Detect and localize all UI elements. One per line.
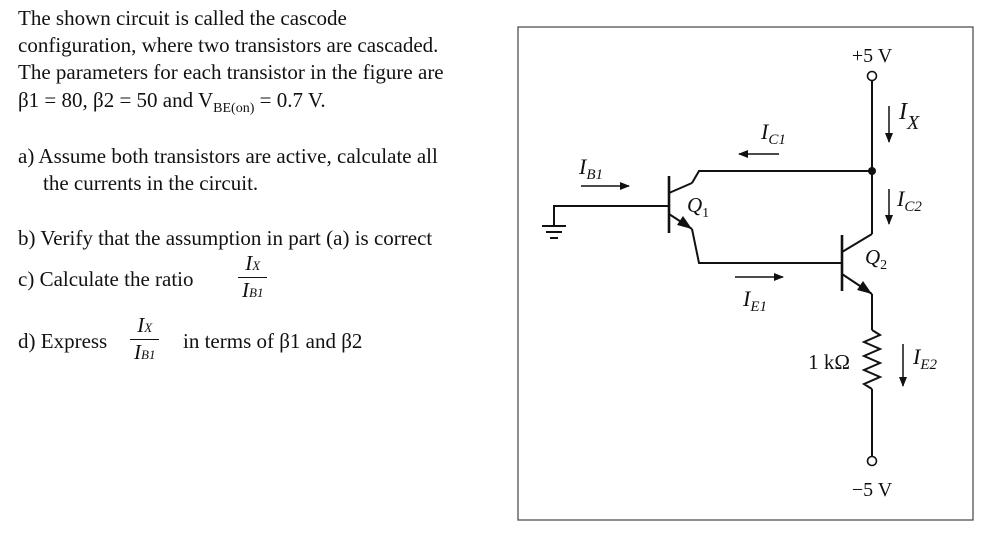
params-vbe-subscript: BE(on) — [213, 101, 255, 116]
ic2-label-main: I — [896, 186, 906, 211]
ratio-num-sub: X — [252, 258, 261, 273]
part-c-ratio-denominator: IB1 — [238, 277, 268, 305]
intro-line-1: The shown circuit is called the cascode — [18, 6, 347, 30]
intro-line-3: The parameters for each transistor in th… — [18, 60, 444, 84]
ie2-label-main: I — [912, 344, 922, 369]
ic1-label-main: I — [760, 119, 770, 144]
ratio-den-symbol: I — [134, 340, 141, 364]
part-c-ratio-numerator: IX — [238, 252, 267, 277]
q1-label: Q1 — [687, 193, 709, 221]
ib1-label: IB1 — [578, 154, 603, 183]
ic2-label-sub: C2 — [904, 199, 922, 215]
ix-label: IX — [898, 99, 920, 134]
params-prefix: β1 = 80, β2 = 50 and V — [18, 88, 214, 112]
ix-label-main: I — [898, 99, 908, 125]
q1-label-sub: 1 — [702, 206, 709, 221]
ic1-label: IC1 — [760, 119, 786, 148]
q1-collector-lead — [668, 182, 693, 194]
negative-supply-terminal — [866, 455, 878, 467]
q2-label-sub: 2 — [880, 258, 887, 273]
ratio-den-sub: B1 — [141, 347, 156, 362]
ie1-label: IE1 — [742, 286, 767, 315]
ie1-label-main: I — [742, 286, 752, 311]
ie2-label: IE2 — [912, 344, 937, 373]
ratio-num-symbol: I — [137, 313, 145, 337]
intro-line-2: configuration, where two transistors are… — [18, 33, 439, 57]
q2-label-main: Q — [865, 245, 880, 269]
positive-supply-label: +5 V — [852, 45, 893, 67]
q1-label-main: Q — [687, 193, 702, 217]
part-a-line-1: a) Assume both transistors are active, c… — [18, 144, 438, 168]
part-d-ratio-numerator: IX — [130, 314, 159, 339]
wire-q1-emitter-to-q2-base — [691, 228, 842, 264]
ie1-label-sub: E1 — [749, 299, 767, 315]
part-c-label: c) Calculate the ratio — [18, 267, 194, 291]
q2-collector-lead — [841, 233, 873, 253]
ie2-label-sub: E2 — [919, 357, 937, 373]
part-d-ratio-fraction: IX IB1 — [130, 314, 160, 367]
part-a-line-2: the currents in the circuit. — [43, 171, 259, 195]
ratio-den-sub: B1 — [249, 285, 264, 300]
q1-emitter-arrowhead — [677, 216, 692, 229]
parameters-line: β1 = 80, β2 = 50 and VBE(on) = 0.7 V. — [18, 87, 326, 117]
part-d-ratio-denominator: IB1 — [130, 339, 160, 367]
positive-supply-terminal — [866, 70, 878, 82]
ic2-label: IC2 — [896, 186, 922, 215]
ib1-label-main: I — [578, 154, 588, 179]
ratio-num-symbol: I — [245, 251, 253, 275]
ratio-num-sub: X — [144, 320, 153, 335]
ratio-den-symbol: I — [242, 278, 249, 302]
q2-emitter-arrowhead — [857, 281, 872, 294]
ic1-label-sub: C1 — [768, 132, 786, 148]
part-c-ratio-fraction: IX IB1 — [238, 252, 268, 305]
q2-label: Q2 — [865, 245, 887, 273]
resistor-label: 1 kΩ — [808, 350, 850, 374]
wire-ground-to-q1-base — [553, 205, 669, 226]
ix-label-sub: X — [906, 112, 920, 134]
wire-q1-collector — [691, 170, 872, 184]
part-b: b) Verify that the assumption in part (a… — [18, 226, 433, 250]
circuit-frame — [517, 26, 974, 521]
part-d-label: d) Express — [18, 329, 108, 353]
negative-supply-label: −5 V — [852, 479, 893, 501]
resistor-zigzag — [861, 329, 883, 390]
part-d-suffix: in terms of β1 and β2 — [183, 329, 363, 353]
params-suffix: = 0.7 V. — [254, 88, 326, 112]
ib1-label-sub: B1 — [586, 167, 603, 183]
cascode-circuit-diagram: +5 V −5 V 1 kΩ IX IC1 IC2 IB1 IE1 IE2 Q1… — [517, 26, 974, 521]
